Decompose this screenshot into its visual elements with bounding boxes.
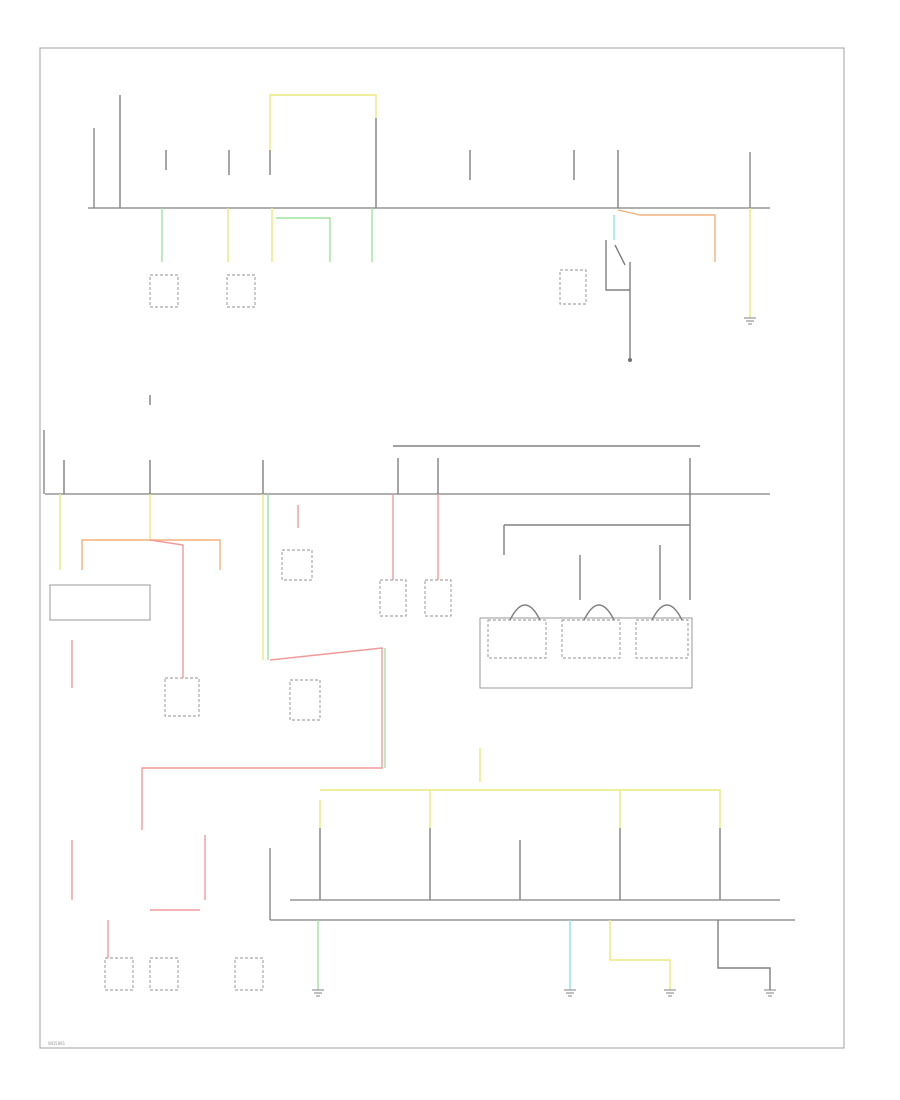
middle-fuse-panel	[43, 395, 770, 830]
lower-panel	[71, 748, 795, 997]
component-box	[289, 679, 321, 721]
top-fuse-panel	[88, 94, 770, 362]
component-box	[234, 957, 264, 991]
component-box	[379, 579, 407, 617]
diagram-frame	[39, 47, 845, 1049]
component-box	[149, 957, 179, 991]
component-box	[281, 549, 313, 581]
component-box	[424, 579, 452, 617]
component-box	[164, 677, 200, 717]
footer-code: WD5881	[48, 1041, 66, 1046]
instrument-cluster-box	[49, 584, 151, 621]
component-box	[635, 619, 689, 659]
ground-symbol	[744, 317, 756, 325]
relay-module-box	[479, 617, 693, 689]
component-box	[149, 274, 179, 308]
component-box	[559, 269, 587, 305]
component-box	[561, 619, 621, 659]
component-box	[104, 957, 134, 991]
component-box	[487, 619, 547, 659]
component-box	[226, 274, 256, 308]
